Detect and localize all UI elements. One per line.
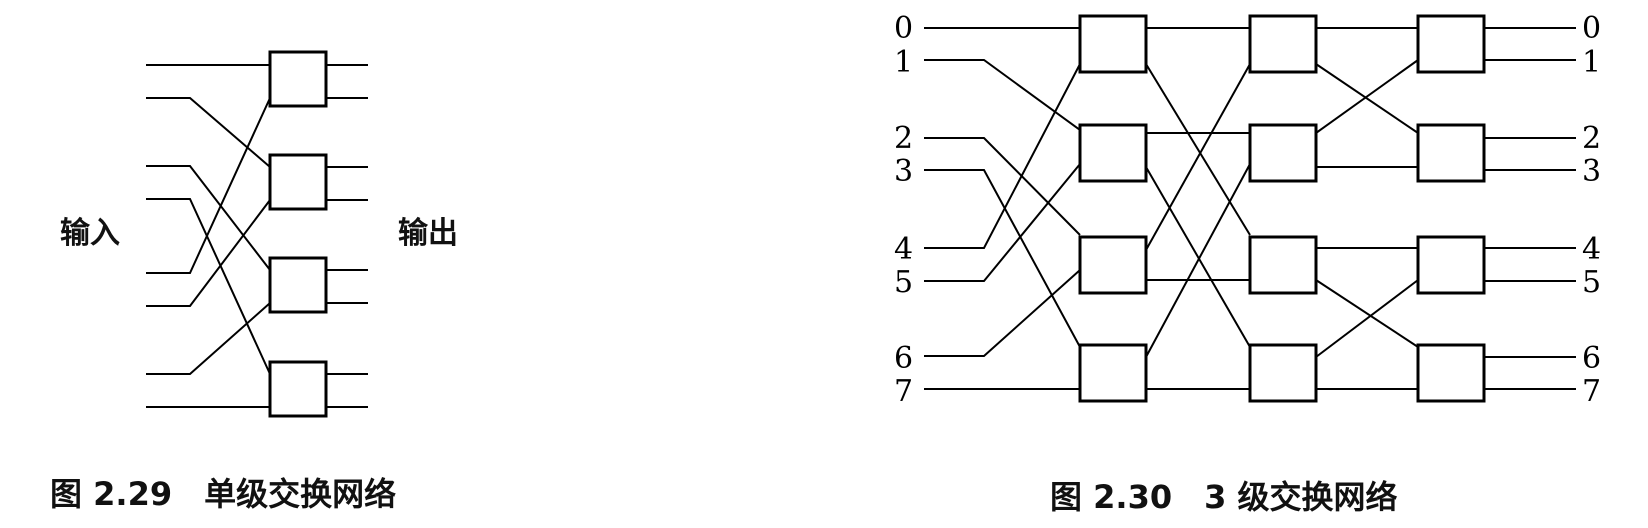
right-output-labels: 0 1 2 3 4 5 6 7	[1582, 11, 1601, 409]
output-port-label: 5	[1582, 265, 1601, 300]
stage-3	[1416, 14, 1486, 403]
output-port-label: 2	[1582, 121, 1601, 156]
input-port-label: 0	[894, 11, 913, 46]
input-port-label: 6	[894, 341, 913, 376]
right-output-wires	[1484, 27, 1576, 390]
input-port-label: 2	[894, 121, 913, 156]
output-port-label: 1	[1582, 45, 1601, 80]
output-port-label: 3	[1582, 154, 1601, 189]
wire-in-2	[146, 165, 271, 271]
stage3-switch	[1416, 235, 1486, 295]
wire-in-1	[146, 97, 271, 168]
stage3-switch	[1416, 14, 1486, 74]
output-port-label: 0	[1582, 11, 1601, 46]
single-stage-network: 输入 输出 图 2.29 单级交换网络	[50, 50, 458, 513]
stage1-switch	[1078, 14, 1148, 74]
stage2-stage3-wires	[1315, 27, 1419, 390]
stage3-switch	[1416, 123, 1486, 183]
input-label: 输入	[60, 216, 120, 251]
stage3-switch	[1416, 343, 1486, 403]
input-port-label: 5	[894, 265, 913, 300]
stage2-switch	[1248, 123, 1318, 183]
stage2-switch	[1248, 14, 1318, 74]
left-input-wires	[146, 64, 271, 408]
input-port-label: 4	[894, 232, 913, 267]
right-input-wires	[924, 27, 1081, 390]
wire-in-3	[146, 198, 271, 375]
left-output-wires	[326, 64, 368, 408]
stage2-switch	[1248, 343, 1318, 403]
three-stage-network: 0 1 2 3 4 5 6 7	[894, 11, 1601, 516]
single-stage-switch	[268, 360, 328, 418]
wire-in-6	[146, 302, 271, 375]
output-port-label: 4	[1582, 232, 1601, 267]
input-port-label: 1	[894, 45, 913, 80]
input-port-label: 3	[894, 154, 913, 189]
single-stage-switch	[268, 50, 328, 108]
wire-in-5	[146, 199, 271, 307]
input-port-label: 7	[894, 374, 913, 409]
stage2-switch	[1248, 235, 1318, 295]
wire-in-4	[146, 97, 271, 274]
figure-caption-right: 图 2.30 3 级交换网络	[1050, 478, 1398, 516]
figure-caption-left: 图 2.29 单级交换网络	[50, 475, 396, 513]
stage1-stage2-wires	[1145, 27, 1251, 390]
right-input-labels: 0 1 2 3 4 5 6 7	[894, 11, 913, 409]
output-label: 输出	[398, 216, 458, 251]
stage-2	[1248, 14, 1318, 403]
single-stage-switch	[268, 153, 328, 211]
stage1-switch	[1078, 343, 1148, 403]
output-port-label: 6	[1582, 341, 1601, 376]
output-port-label: 7	[1582, 374, 1601, 409]
stage-1	[1078, 14, 1148, 403]
single-stage-switch	[268, 256, 328, 314]
stage1-switch	[1078, 123, 1148, 183]
stage1-switch	[1078, 235, 1148, 295]
